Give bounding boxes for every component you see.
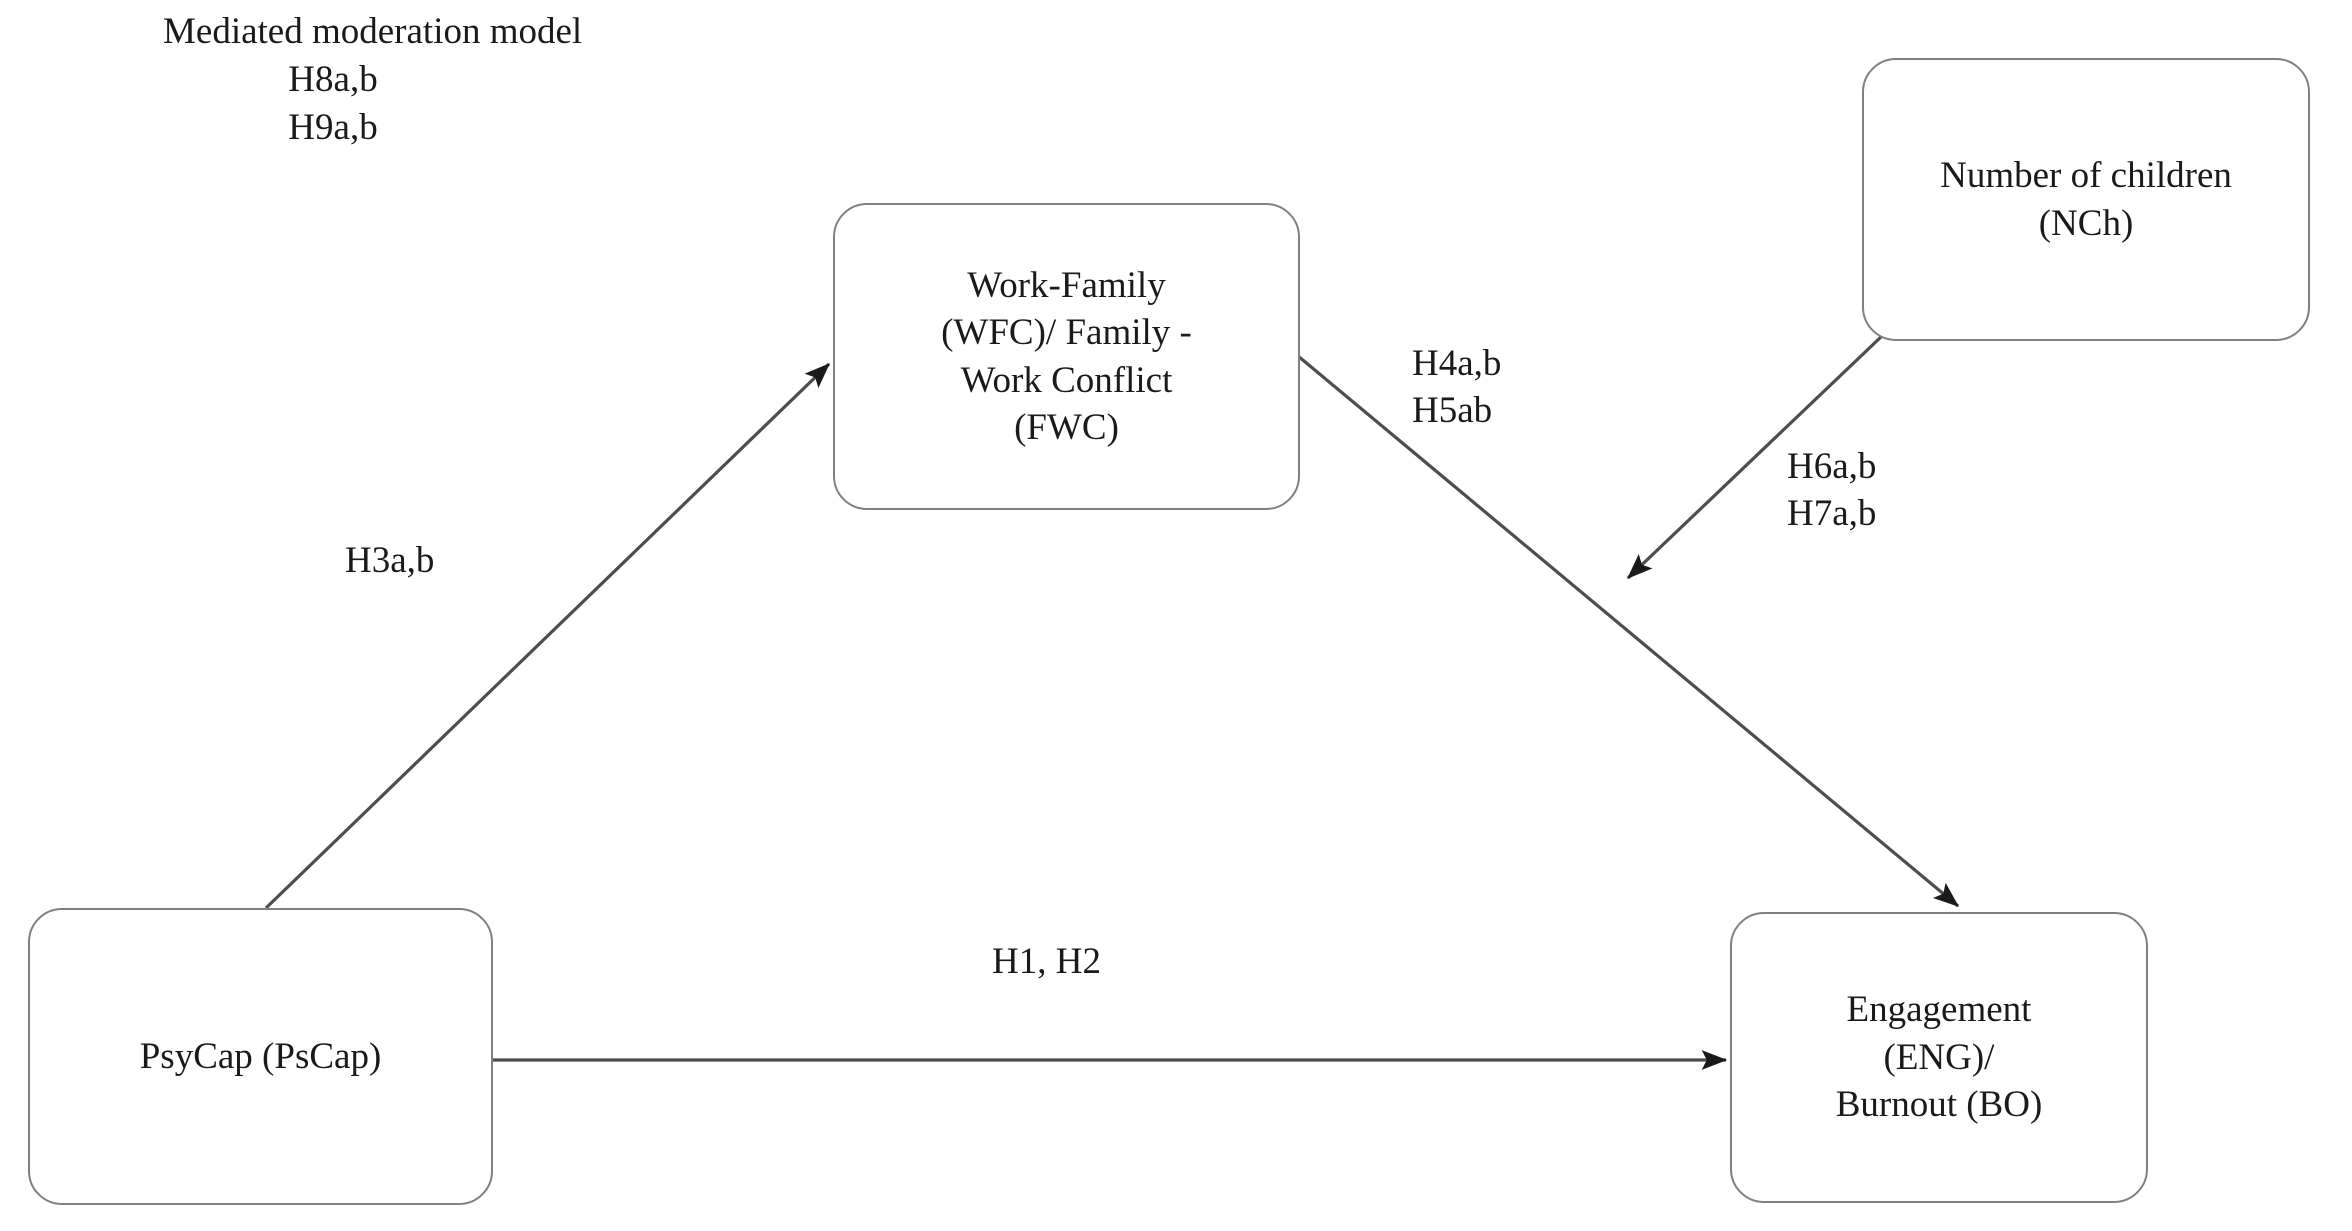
edge-label-h4-h5: H4a,b H5ab xyxy=(1412,343,1502,432)
edge-label-h6-h7: H6a,b H7a,b xyxy=(1787,446,1877,535)
node-number-of-children-label: Number of children (NCh) xyxy=(1940,155,2232,244)
node-psycap-label: PsyCap (PsCap) xyxy=(139,1035,382,1077)
node-work-family-conflict-label: Work-Family (WFC)/ Family - Work Conflic… xyxy=(941,264,1192,448)
diagram-title: Mediated moderation model xyxy=(163,11,583,52)
edge-label-h3: H3a,b xyxy=(345,540,435,581)
node-engagement-burnout-label: Engagement (ENG)/ Burnout (BO) xyxy=(1835,989,2043,1126)
node-work-family-conflict[interactable]: Work-Family (WFC)/ Family - Work Conflic… xyxy=(833,203,1300,510)
edge-wfc-to-engbo xyxy=(1296,354,1960,908)
caption-hypothesis-h8: H8a,b xyxy=(288,59,378,100)
node-number-of-children[interactable]: Number of children (NCh) xyxy=(1862,58,2310,341)
edge-pscap-to-wfc xyxy=(264,362,831,910)
caption-hypothesis-h9: H9a,b xyxy=(288,107,378,148)
node-psycap[interactable]: PsyCap (PsCap) xyxy=(28,908,493,1205)
node-engagement-burnout[interactable]: Engagement (ENG)/ Burnout (BO) xyxy=(1730,912,2148,1203)
edge-label-h1-h2: H1, H2 xyxy=(992,941,1101,982)
